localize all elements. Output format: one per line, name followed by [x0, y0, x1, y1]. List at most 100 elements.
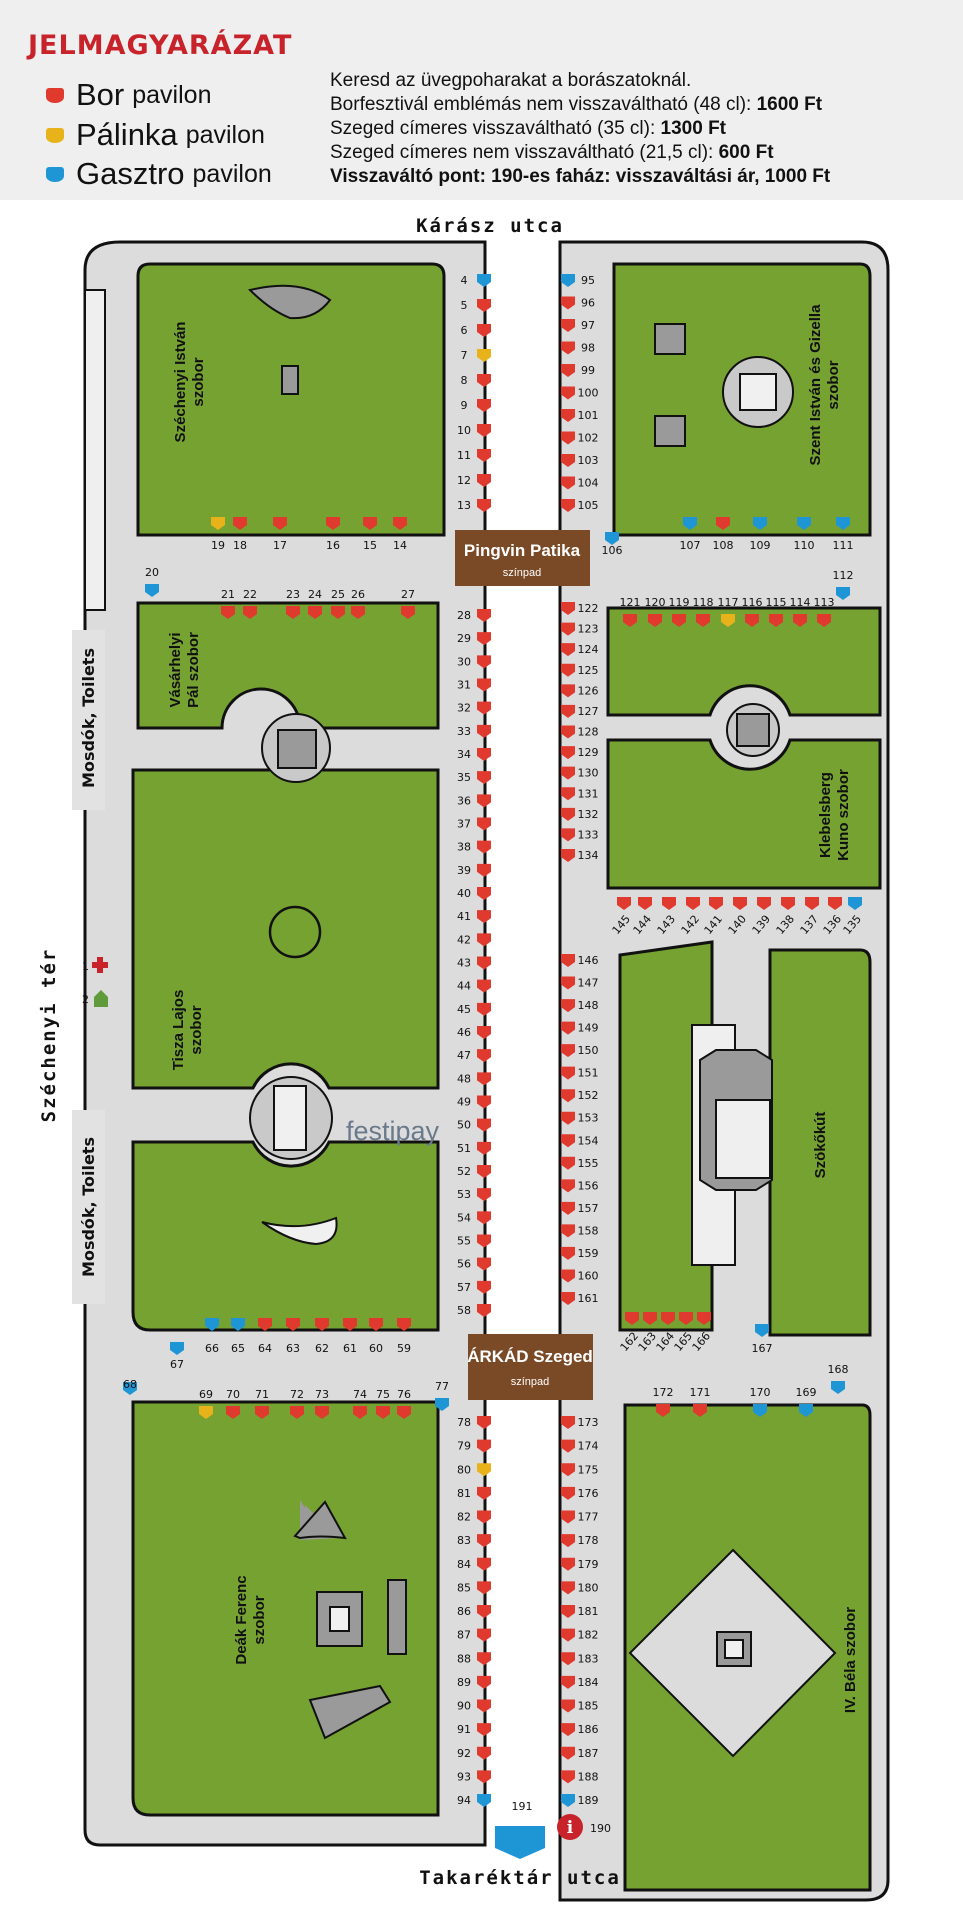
stall-number: 19 [211, 539, 225, 552]
stall-number: 27 [401, 588, 415, 601]
stall-marker [477, 1211, 491, 1225]
stall-8: 8 [461, 374, 491, 387]
stall-marker [393, 517, 407, 530]
stall-96: 96 [561, 296, 595, 310]
stall-111: 111 [833, 517, 854, 552]
stall-number: 95 [581, 274, 595, 287]
stall-number: 46 [457, 1026, 471, 1039]
stall-marker [561, 1794, 575, 1807]
legend-item-palinka: Pálinka pavilon [46, 117, 265, 153]
stall-21: 21 [221, 588, 235, 619]
stall-marker [477, 1605, 491, 1618]
stall-44: 44 [457, 979, 491, 993]
stall-marker [623, 614, 637, 627]
stall-number: 188 [578, 1770, 599, 1783]
toilets-label: Mosdók, Toilets [79, 648, 98, 788]
stall-marker [477, 1416, 491, 1429]
stall-29: 29 [457, 632, 491, 646]
stall-146: 146 [561, 954, 599, 967]
stall-number: 155 [578, 1157, 599, 1170]
stall-53: 53 [457, 1188, 491, 1202]
stall-number: 44 [457, 980, 471, 993]
stall-184: 184 [561, 1675, 599, 1689]
stall-number: 178 [578, 1534, 599, 1547]
stall-marker [286, 1318, 300, 1331]
info-line: Szeged címeres visszaváltható (35 cl): 1… [330, 118, 727, 139]
stall-number: 115 [766, 596, 787, 609]
stall-marker [561, 319, 575, 332]
park-label: IV. Béla szobor [842, 1607, 859, 1713]
stall-number: 5 [461, 299, 468, 312]
stall-marker [561, 643, 575, 657]
stall-marker [477, 499, 491, 512]
stall-marker [561, 1134, 575, 1148]
stall-number: 88 [457, 1652, 471, 1665]
stall-89: 89 [457, 1675, 491, 1689]
stall-112: 112 [833, 569, 854, 600]
stall-number: 92 [457, 1747, 471, 1760]
stall-168: 168 [828, 1363, 849, 1394]
stall-number: 61 [343, 1342, 357, 1355]
stall-number: 43 [457, 957, 471, 970]
stage-title: Pingvin Patika [464, 541, 581, 560]
svg-text:191: 191 [512, 1800, 533, 1813]
stall-104: 104 [561, 476, 599, 490]
stall-marker [561, 1156, 575, 1170]
stall-marker [477, 724, 491, 738]
stall-159: 159 [561, 1246, 599, 1260]
stall-16: 16 [326, 517, 340, 552]
stall-number: 181 [578, 1605, 599, 1618]
stall-180: 180 [561, 1581, 599, 1595]
stall-marker [561, 1111, 575, 1125]
stall-marker [561, 725, 575, 739]
stall-marker [477, 771, 491, 785]
stall-number: 4 [461, 274, 468, 287]
stall-number: 99 [581, 364, 595, 377]
stall-number: 37 [457, 818, 471, 831]
stall-56: 56 [457, 1257, 491, 1271]
stall-40: 40 [457, 887, 491, 900]
stall-marker [477, 1675, 491, 1689]
stall-marker [145, 584, 159, 597]
stall-15: 15 [363, 517, 377, 552]
stall-marker [477, 910, 491, 924]
stall-marker [477, 1072, 491, 1086]
stall-number: 50 [457, 1119, 471, 1132]
stall-marker [226, 1406, 240, 1419]
stall-118: 118 [693, 596, 714, 627]
stall-number: 97 [581, 319, 595, 332]
stall-number: 62 [315, 1342, 329, 1355]
stall-marker [686, 897, 700, 910]
stall-number: 63 [286, 1342, 300, 1355]
stall-marker [848, 897, 862, 910]
stall-marker [273, 517, 287, 530]
stall-106: 106 [602, 532, 623, 557]
stall-marker [805, 897, 819, 910]
stall-marker [661, 1312, 675, 1325]
stall-number: 82 [457, 1511, 471, 1524]
stall-160: 160 [561, 1269, 599, 1283]
stall-marker [561, 663, 575, 677]
stall-number: 179 [578, 1558, 599, 1571]
stall-marker [793, 614, 807, 627]
stall-marker [561, 1066, 575, 1080]
stall-151: 151 [561, 1066, 599, 1080]
stall-178: 178 [561, 1534, 599, 1548]
legend-item-gasztro: Gasztro pavilon [46, 156, 272, 192]
stall-77: 77 [435, 1380, 449, 1411]
stall-number: 153 [578, 1112, 599, 1125]
monuments [248, 284, 837, 1758]
stall-number: 125 [578, 664, 599, 677]
stall-marker [477, 1141, 491, 1155]
stall-number: 85 [457, 1581, 471, 1594]
stall-30: 30 [457, 655, 491, 669]
legend-item-sub: pavilon [132, 80, 212, 109]
stall-number: 133 [578, 828, 599, 841]
stall-170: 170 [750, 1386, 771, 1417]
stall-marker [561, 622, 575, 636]
stall-number: 69 [199, 1388, 213, 1401]
stall-number: 66 [205, 1342, 219, 1355]
stall-number: 11 [457, 449, 471, 462]
stall-number: 119 [669, 596, 690, 609]
stall-marker [561, 766, 575, 780]
